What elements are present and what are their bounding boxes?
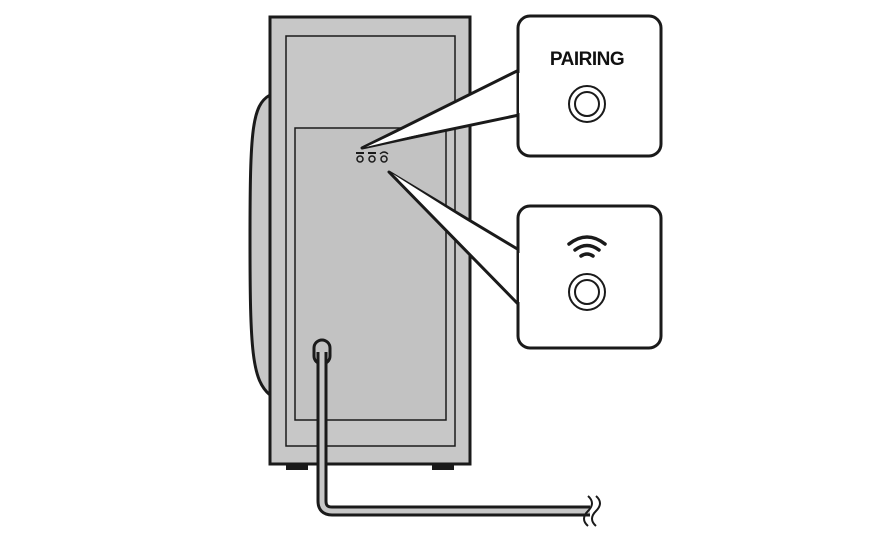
pairing-callout: PAIRING: [360, 14, 663, 158]
panel-indicators: [356, 151, 389, 163]
wifi-button-icon: [568, 273, 606, 311]
power-led: [368, 152, 376, 163]
wifi-led: [379, 151, 389, 163]
power-cable: [312, 338, 601, 527]
pairing-button-icon: [568, 85, 606, 123]
speaker-side-bulge: [248, 92, 272, 399]
wifi-callout: [387, 170, 663, 350]
pairing-label: PAIRING: [550, 49, 624, 70]
pairing-led: [356, 152, 364, 163]
cable-break-mark: [583, 495, 601, 527]
wifi-icon: [567, 235, 607, 258]
